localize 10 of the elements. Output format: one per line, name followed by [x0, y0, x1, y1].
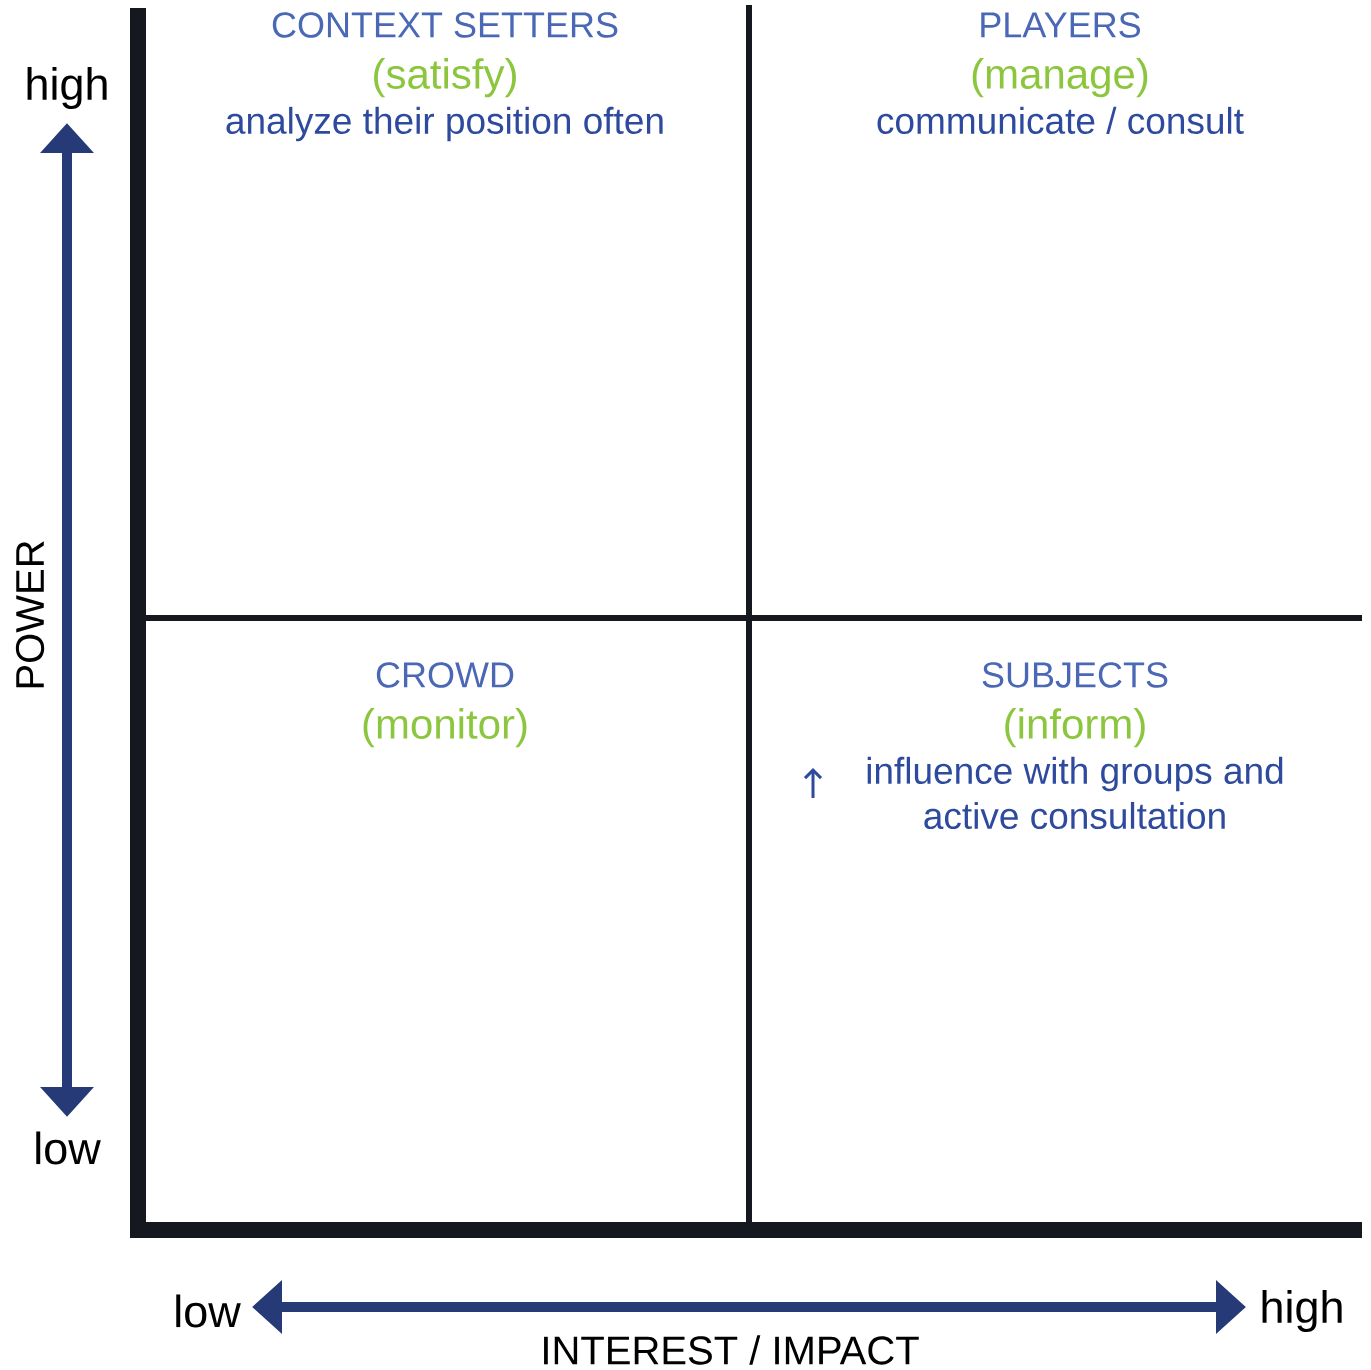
- axis-label: high: [1262, 1290, 1342, 1332]
- quadrant-text: PLAYERS (manage) communicate / consult: [877, 12, 1244, 134]
- axis-title: POWER: [15, 541, 45, 688]
- axis-label: low: [36, 1131, 101, 1165]
- axis-title: INTEREST / IMPACT: [544, 1335, 919, 1365]
- axis-label: low: [176, 1294, 241, 1328]
- quadrant-text: CONTEXT SETTERS (satisfy) analyze their position often: [226, 12, 663, 142]
- quadrant-text: SUBJECTS (inform) influence with groups and active consultation: [867, 662, 1283, 830]
- quadrant-text: CROWD (monitor): [363, 662, 527, 748]
- axis-label: high: [27, 67, 107, 109]
